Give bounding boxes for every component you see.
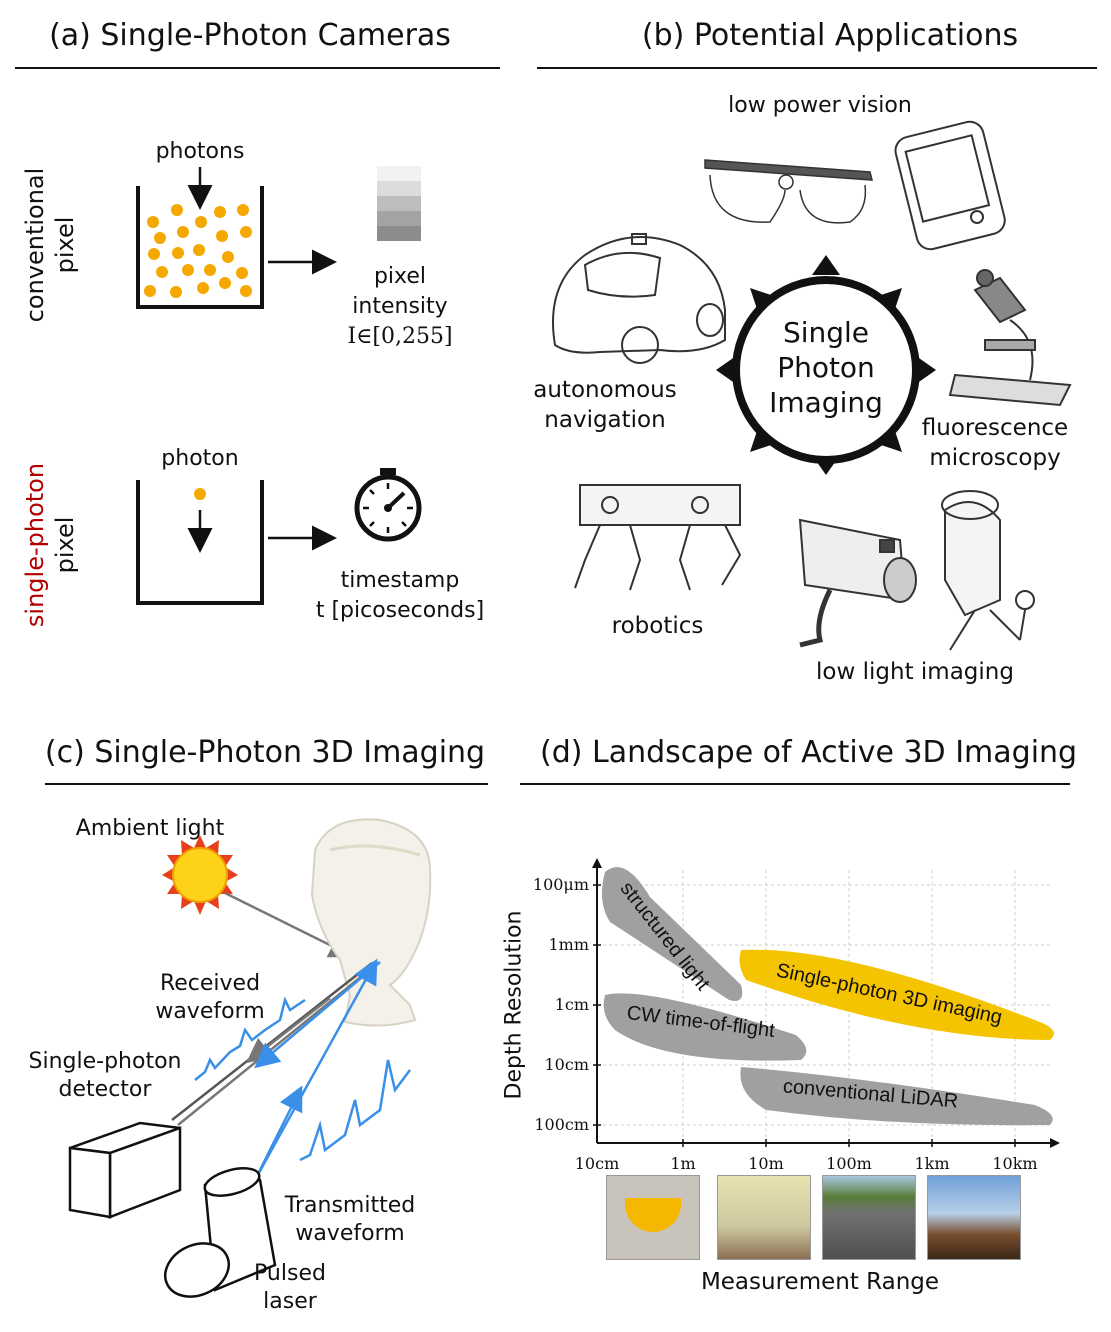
navigation-word: navigation	[544, 407, 666, 433]
x-tick-label: 10km	[992, 1154, 1037, 1173]
single-photon-imaging-badge-icon	[716, 255, 936, 475]
low-light-imaging-label: low light imaging	[816, 659, 1014, 685]
smartphone-icon	[894, 120, 1006, 251]
pulsed-laser-icon	[164, 1167, 277, 1298]
robotics-label: robotics	[611, 613, 704, 639]
detector-cube-icon	[68, 1121, 182, 1219]
single-photon-pixel-diagram	[136, 468, 422, 605]
smart-glasses-icon	[704, 159, 873, 224]
region-cw-time-of-flight	[603, 993, 807, 1061]
fluorescence-word: fluorescence	[921, 415, 1069, 441]
pulsed-word: Pulsed	[254, 1261, 326, 1286]
bowl-thumbnail	[606, 1175, 700, 1260]
panel-c-title: (c) Single-Photon 3D Imaging	[44, 735, 486, 770]
laser-word: laser	[263, 1289, 317, 1314]
panel-b-rule	[537, 67, 1097, 69]
region-conventional-lidar	[740, 1067, 1053, 1126]
y-tick-label: 1mm	[548, 935, 589, 954]
transmitted-waveform-label: Transmitted waveform	[270, 1192, 430, 1248]
y-tick-label: 1cm	[555, 995, 589, 1014]
fluorescence-microscopy-label: fluorescence microscopy	[905, 413, 1085, 473]
timestamp-label: timestamp t [picoseconds]	[315, 566, 485, 626]
center-line-2: Photon	[777, 351, 875, 384]
received-word: Received	[159, 971, 261, 996]
pixel-word: pixel	[373, 264, 427, 289]
3d-imaging-diagram	[68, 818, 432, 1298]
self-driving-car-icon	[552, 233, 726, 364]
panel-b-title: (b) Potential Applications	[641, 18, 1019, 53]
panel-c-rule	[45, 783, 488, 785]
pulsed-laser-label: Pulsed laser	[235, 1260, 345, 1316]
telescope-icon	[941, 490, 1035, 651]
x-axis-label: Measurement Range	[700, 1269, 940, 1295]
highway-thumbnail	[822, 1175, 916, 1260]
panel-a-title: (a) Single-Photon Cameras	[49, 18, 451, 53]
transmitted-waveform-word: waveform	[295, 1221, 405, 1246]
y-tick-label: 10cm	[545, 1055, 590, 1074]
intensity-range-formula: I∈[0,255]	[347, 324, 453, 349]
center-badge-label: Single Photon Imaging	[746, 315, 906, 420]
x-tick-label: 100m	[826, 1154, 872, 1173]
x-tick-label: 10m	[748, 1154, 784, 1173]
living-room-thumbnail	[717, 1175, 811, 1260]
picoseconds-word: t [picoseconds]	[315, 598, 485, 623]
security-camera-icon	[798, 518, 917, 648]
x-tick-label: 10cm	[575, 1154, 620, 1173]
received-waveform-word: waveform	[155, 999, 265, 1024]
microscope-icon	[948, 269, 1072, 407]
y-tick-label: 100cm	[534, 1115, 589, 1134]
x-tick-label: 1km	[914, 1154, 949, 1173]
center-line-1: Single	[782, 316, 870, 349]
photon-label: photon	[161, 446, 239, 471]
transmitted-word: Transmitted	[284, 1193, 416, 1218]
low-power-vision-label: low power vision	[728, 93, 912, 118]
city-skyline-thumbnail	[927, 1175, 1021, 1260]
stopwatch-icon	[354, 468, 422, 542]
conventional-pixel-diagram	[136, 166, 421, 309]
center-line-3: Imaging	[769, 386, 883, 419]
chart-axes	[592, 858, 1060, 1148]
region-label: structured light	[616, 878, 714, 995]
y-axis-arrow	[592, 858, 602, 868]
timestamp-word: timestamp	[340, 568, 460, 593]
detector-label: Single-photon detector	[15, 1048, 195, 1104]
panel-d-title: (d) Landscape of Active 3D Imaging	[540, 735, 1078, 770]
region-structured-light	[601, 867, 743, 1001]
robot-dog-icon	[574, 484, 742, 591]
autonomous-navigation-label: autonomous navigation	[520, 375, 690, 435]
applications-illustrations	[552, 120, 1072, 651]
pixel-intensity-label: pixel intensity I∈[0,255]	[335, 262, 465, 352]
microscopy-word: microscopy	[929, 445, 1061, 471]
received-waveform-label: Received waveform	[140, 970, 280, 1026]
single-photon-detector-word: Single-photon	[28, 1049, 182, 1074]
y-axis-label-text: Depth Resolution	[501, 910, 527, 1100]
autonomous-word: autonomous	[533, 377, 677, 403]
sun-icon	[162, 835, 238, 915]
photons-label: photons	[155, 139, 245, 164]
intensity-word: intensity	[352, 294, 448, 319]
head-bust-icon	[310, 818, 432, 1027]
x-axis-arrow	[1050, 1138, 1060, 1148]
panel-a-rule	[15, 67, 500, 69]
chart-ticks: 10cm 1m 10m 100m 1km 10km 100μm 1mm 1cm 10cm 100cm	[533, 875, 1038, 1173]
detector-word: detector	[58, 1077, 152, 1102]
y-tick-label: 100μm	[533, 875, 589, 894]
region-single-photon-3d-imaging	[739, 949, 1054, 1040]
panel-d-rule	[520, 783, 1070, 785]
x-tick-label: 1m	[670, 1154, 695, 1173]
